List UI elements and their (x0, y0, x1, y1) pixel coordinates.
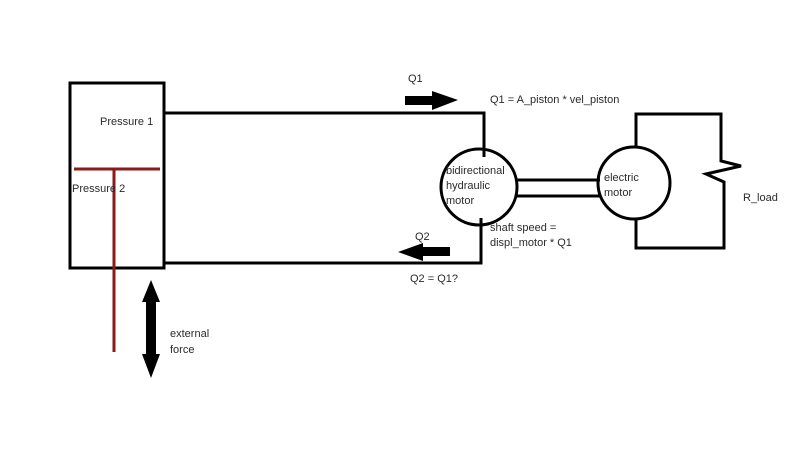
electric-motor-circle (596, 145, 672, 221)
external-force-label-line1: external (170, 328, 210, 340)
piston (74, 167, 160, 352)
electric-motor-label-line1: electric (604, 172, 639, 184)
q2-equation: Q2 = Q1? (410, 273, 459, 285)
hydraulic-motor-label-line3: motor (446, 195, 475, 207)
q2-flow-arrow (398, 243, 450, 261)
pressure-2-label: Pressure 2 (72, 183, 126, 195)
hydraulic-motor-label-line2: hydraulic (446, 180, 491, 192)
motor-shaft (516, 178, 600, 198)
q1-equation: Q1 = A_piston * vel_piston (490, 94, 620, 106)
return-line-q2 (164, 218, 483, 265)
q1-flow-arrow (405, 91, 458, 110)
r-load-label: R_load (743, 192, 778, 204)
q1-label: Q1 (408, 73, 423, 85)
external-force-label-line2: force (170, 344, 195, 356)
supply-line-q1 (164, 111, 486, 157)
hydraulic-motor-label-line1: bidirectional (446, 165, 505, 177)
load-circuit (634, 112, 742, 250)
shaft-speed-label-line2: displ_motor * Q1 (490, 237, 572, 249)
hydraulic-cylinder (68, 81, 166, 270)
electric-motor-label-line2: motor (604, 187, 633, 199)
shaft-speed-label-line1: shaft speed = (490, 222, 557, 234)
pressure-1-label: Pressure 1 (100, 116, 154, 128)
hydraulic-motor-circle (439, 147, 519, 227)
q2-label: Q2 (415, 231, 430, 243)
external-force-arrow (142, 280, 160, 378)
